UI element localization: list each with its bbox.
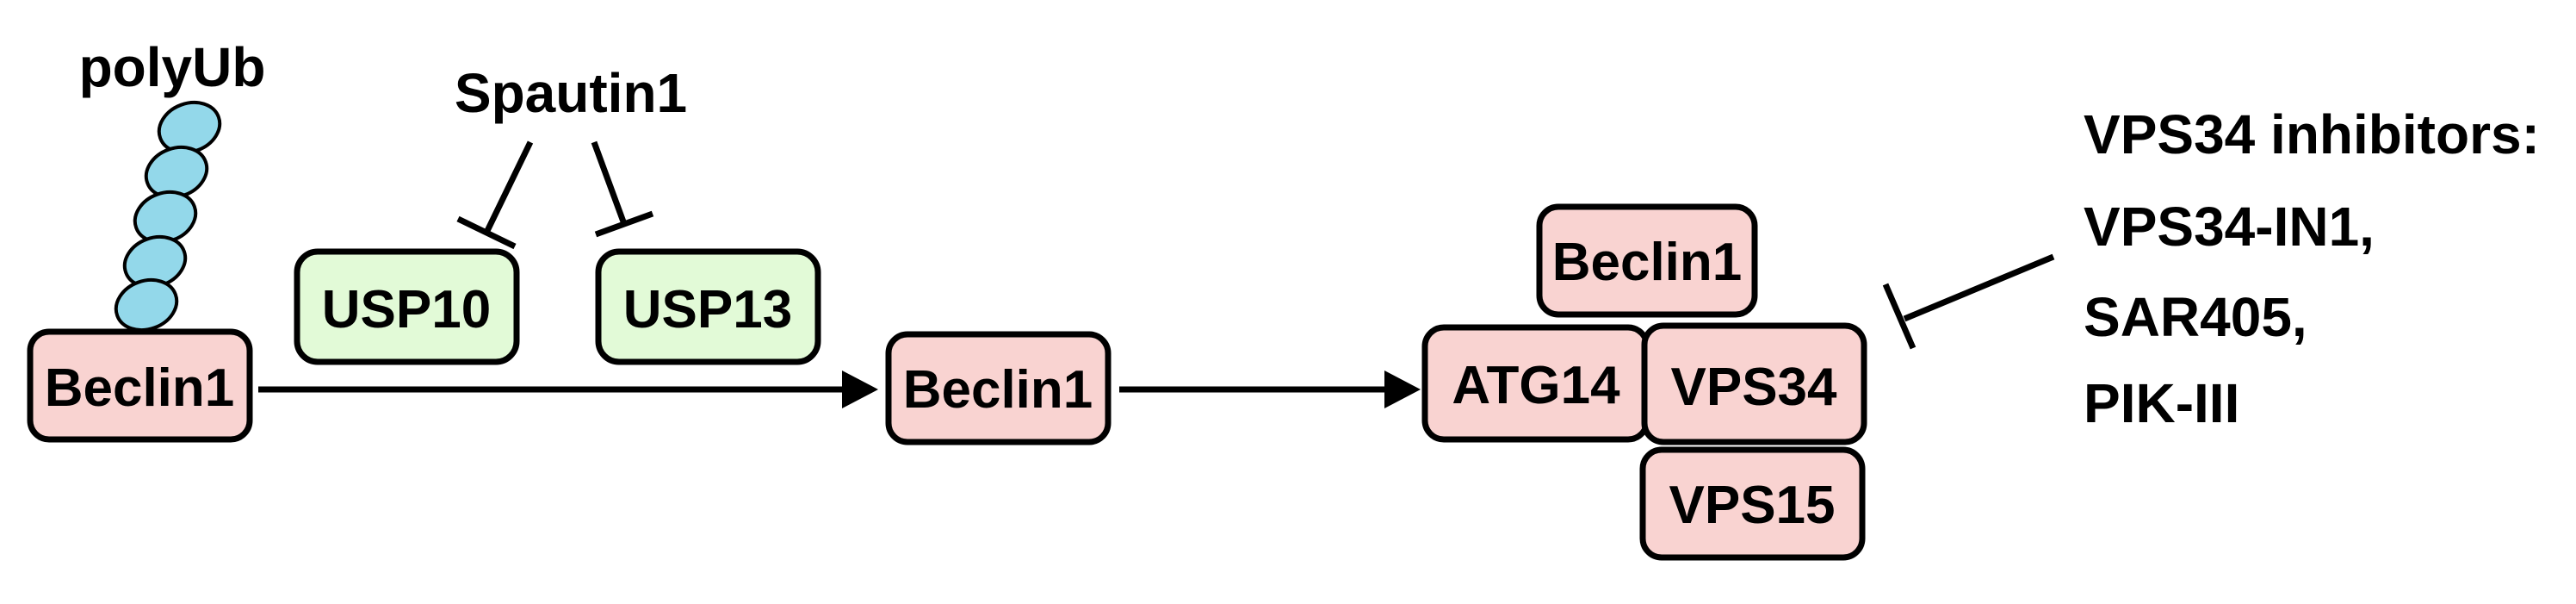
- spautin1-usp13-tee: [594, 210, 654, 238]
- usp10-node: [294, 248, 520, 365]
- deubiquitination-arrowhead: [842, 370, 878, 408]
- atg14-label: ATG14: [1452, 356, 1620, 415]
- beclin1-free-label: Beclin1: [903, 360, 1093, 420]
- beclin1-ub-label: Beclin1: [45, 358, 235, 418]
- ubiquitin-bead: [114, 277, 179, 333]
- polyubiquitin-chain: [114, 100, 222, 333]
- inhibitor-sar405: SAR405,: [2084, 286, 2307, 348]
- usp13-label: USP13: [623, 280, 792, 339]
- usp13-node: [595, 248, 821, 365]
- spautin1-to-usp10-line: [483, 140, 534, 234]
- inhibitor-vps34-in1: VPS34-IN1,: [2084, 196, 2375, 258]
- beclin1-ub-node: [27, 328, 253, 443]
- inhibitors-title: VPS34 inhibitors:: [2084, 103, 2540, 165]
- vps15-node: [1639, 446, 1866, 561]
- vps15-label: VPS15: [1669, 476, 1835, 535]
- polyub-label: polyUb: [79, 36, 266, 98]
- beclin1-free-node: [885, 331, 1112, 445]
- spautin1-to-usp13-line: [591, 140, 628, 226]
- usp10-label: USP10: [322, 280, 491, 339]
- beclin1-complex-label: Beclin1: [1552, 233, 1743, 292]
- complex-assembly-arrowhead: [1384, 370, 1421, 408]
- vps34-node: [1641, 322, 1867, 445]
- vps34-complex: Beclin1 VPS15 ATG14 VPS34: [1421, 203, 1867, 561]
- spautin1-label: Spautin1: [455, 62, 687, 124]
- vps34-inhibitor-tee: [1882, 283, 1917, 350]
- beclin1-complex-node: [1536, 203, 1758, 318]
- vps34-label: VPS34: [1670, 358, 1837, 417]
- inhibitor-pik-iii: PIK-III: [2084, 372, 2239, 434]
- vps34-inhibitor-line: [1903, 253, 2055, 322]
- spautin1-usp10-tee: [456, 215, 517, 250]
